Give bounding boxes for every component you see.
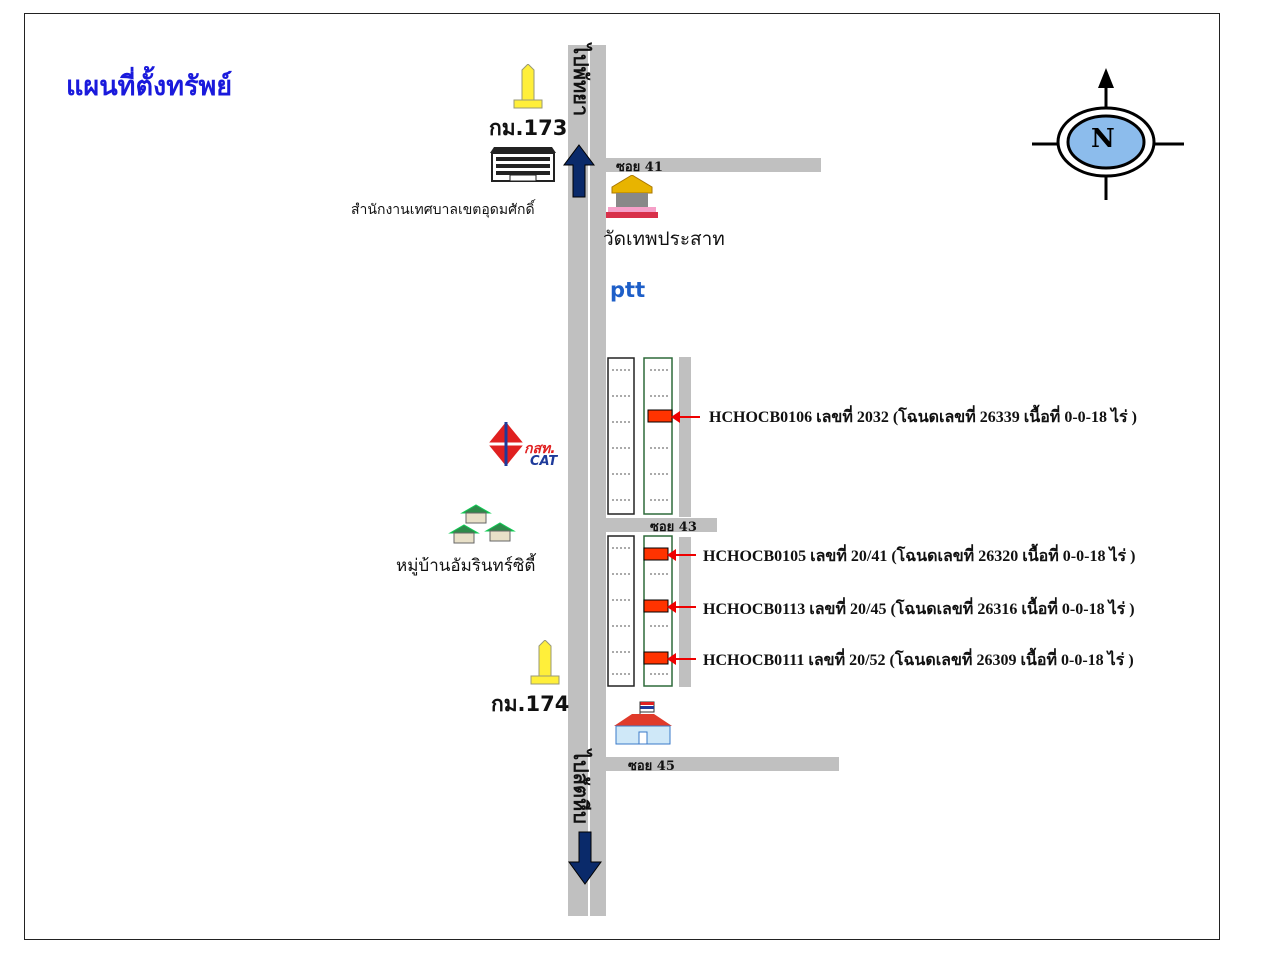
village-houses-icon xyxy=(448,504,516,544)
property-pointer-arrow-icon xyxy=(671,411,700,423)
soi-45-road xyxy=(605,757,839,771)
map-frame xyxy=(24,13,1220,940)
townhouse-row-upper xyxy=(607,357,673,515)
to-pattaya-label: ไปพัทยา xyxy=(569,44,593,117)
property-label: HCHOCB0106 เลขที่ 2032 (โฉนดเลขที่ 26339… xyxy=(709,409,1137,426)
temple-icon xyxy=(606,175,658,218)
to-sattahip-label: ไปสัตหีบ xyxy=(569,750,593,824)
main-road-right-lane xyxy=(590,45,606,916)
property-pointer-arrow-icon xyxy=(667,601,696,613)
property-label: HCHOCB0105 เลขที่ 20/41 (โฉนดเลขที่ 2632… xyxy=(703,548,1136,565)
km-173-label: กม.173 xyxy=(489,116,568,140)
soi-43-label: ซอย 43 xyxy=(650,520,697,535)
temple-label: วัดเทพประสาท xyxy=(603,228,725,250)
property-label: HCHOCB0111 เลขที่ 20/52 (โฉนดเลขที่ 2630… xyxy=(703,652,1134,669)
municipal-office-label: สำนักงานเทศบาลเขตอุดมศักดิ์ xyxy=(351,202,535,218)
property-pointer-arrow-icon xyxy=(667,549,696,561)
school-icon xyxy=(614,701,672,745)
km-174-label: กม.174 xyxy=(491,692,570,716)
main-road-left-lane xyxy=(568,45,588,916)
soi-45-label: ซอย 45 xyxy=(628,759,675,774)
side-lane-upper xyxy=(679,357,691,517)
compass-north-label: N xyxy=(1091,124,1115,154)
map-title: แผนที่ตั้งทรัพย์ xyxy=(66,71,233,102)
south-direction-arrow-icon xyxy=(568,831,602,885)
soi-41-label: ซอย 41 xyxy=(616,160,663,175)
km-post-icon xyxy=(513,64,543,109)
cat-logo-icon xyxy=(488,422,524,466)
north-direction-arrow-icon xyxy=(563,144,595,198)
property-pointer-arrow-icon xyxy=(667,653,696,665)
village-label: หมู่บ้านอัมรินทร์ซิตี้ xyxy=(396,556,536,576)
cat-thai-label: กสท. xyxy=(524,441,556,457)
compass-rose-icon xyxy=(1032,68,1184,200)
property-label: HCHOCB0113 เลขที่ 20/45 (โฉนดเลขที่ 2631… xyxy=(703,601,1135,618)
soi-43-road xyxy=(605,518,717,532)
municipal-office-building-icon xyxy=(490,147,556,182)
townhouse-row-lower xyxy=(607,535,673,687)
km-post-icon xyxy=(530,640,560,685)
ptt-logo: ptt xyxy=(610,278,646,302)
side-lane-lower xyxy=(679,537,691,687)
property-marker xyxy=(647,409,673,423)
soi-41-road xyxy=(605,158,821,172)
cat-label: CAT xyxy=(530,454,558,469)
